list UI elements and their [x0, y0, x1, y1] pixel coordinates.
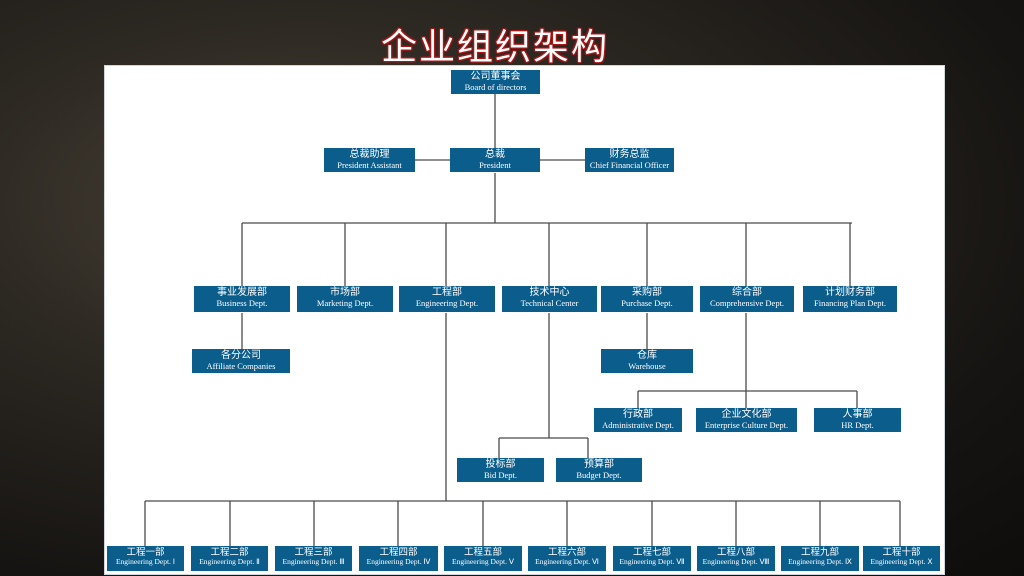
node-label-zh: 企业文化部	[721, 409, 772, 420]
node-label-en: Engineering Dept. Ⅱ	[199, 556, 260, 566]
purchase-dept-node: 采购部 Purchase Dept.	[601, 286, 693, 312]
node-label-en: Engineering Dept. Ⅳ	[366, 556, 431, 566]
node-label-en: Purchase Dept.	[621, 297, 673, 308]
node-label-zh: 工程九部	[800, 547, 839, 558]
org-chart: 公司董事会 Board of directors 总裁助理 President …	[104, 65, 945, 575]
budget-dept-node: 预算部 Budget Dept.	[556, 458, 642, 482]
node-label-en: Budget Dept.	[576, 469, 622, 480]
node-label-en: Engineering Dept.	[415, 297, 479, 308]
node-label-zh: 仓库	[637, 350, 657, 361]
node-label-en: Board of directors	[464, 81, 527, 92]
node-label-en: Administrative Dept.	[602, 419, 674, 430]
node-label-zh: 预算部	[584, 459, 614, 470]
node-label-zh: 行政部	[623, 409, 653, 420]
engineering-unit-node: 工程七部 Engineering Dept. Ⅶ	[613, 546, 691, 571]
comprehensive-dept-node: 综合部 Comprehensive Dept.	[700, 286, 794, 312]
node-label-en: President	[479, 159, 511, 170]
administrative-dept-node: 行政部 Administrative Dept.	[594, 408, 682, 432]
engineering-unit-node: 工程四部 Engineering Dept. Ⅳ	[359, 546, 438, 571]
node-label-zh: 技术中心	[529, 287, 570, 298]
node-label-en: Business Dept.	[216, 297, 268, 308]
node-label-en: Chief Financial Officer	[589, 159, 670, 170]
node-label-zh: 工程五部	[463, 547, 502, 558]
marketing-dept-node: 市场部 Marketing Dept.	[297, 286, 393, 312]
node-label-en: Engineering Dept. Ⅷ	[702, 556, 770, 566]
warehouse-node: 仓库 Warehouse	[601, 349, 693, 373]
node-label-en: Engineering Dept. Ⅵ	[535, 556, 599, 566]
connector-lines	[144, 94, 901, 546]
node-label-zh: 采购部	[632, 287, 662, 298]
node-label-zh: 人事部	[842, 409, 873, 420]
node-label-en: Engineering Dept. Ⅲ	[282, 556, 345, 566]
node-label-zh: 工程六部	[547, 547, 586, 558]
financing-plan-dept-node: 计划财务部 Financing Plan Dept.	[803, 286, 897, 312]
node-label-zh: 工程一部	[126, 547, 165, 558]
node-label-en: Marketing Dept.	[316, 297, 374, 308]
engineering-unit-node: 工程三部 Engineering Dept. Ⅲ	[275, 546, 352, 571]
node-label-zh: 工程二部	[210, 547, 249, 558]
node-label-en: Engineering Dept. Ⅴ	[452, 556, 514, 566]
node-label-zh: 总裁	[485, 149, 505, 160]
engineering-unit-node: 工程九部 Engineering Dept. Ⅸ	[781, 546, 859, 571]
page-title: 企业组织架构	[380, 27, 609, 68]
node-label-zh: 工程八部	[716, 547, 755, 558]
node-label-zh: 公司董事会	[470, 71, 521, 82]
business-dept-node: 事业发展部 Business Dept.	[194, 286, 290, 312]
node-label-en: Bid Dept.	[483, 469, 518, 480]
node-label-en: Enterprise Culture Dept.	[704, 419, 789, 430]
engineering-dept-node: 工程部 Engineering Dept.	[399, 286, 495, 312]
node-label-zh: 投标部	[485, 459, 516, 470]
node-label-zh: 工程十部	[882, 547, 921, 558]
node-label-en: Financing Plan Dept.	[813, 297, 886, 308]
node-label-zh: 工程四部	[379, 547, 418, 558]
node-label-zh: 财务总监	[609, 149, 650, 160]
bid-dept-node: 投标部 Bid Dept.	[457, 458, 544, 482]
node-label-zh: 市场部	[330, 287, 360, 298]
affiliate-companies-node: 各分公司 Affiliate Companies	[192, 349, 290, 373]
engineering-unit-node: 工程八部 Engineering Dept. Ⅷ	[697, 546, 775, 571]
hr-dept-node: 人事部 HR Dept.	[814, 408, 901, 432]
board-of-directors-node: 公司董事会 Board of directors	[451, 70, 540, 94]
engineering-unit-node: 工程二部 Engineering Dept. Ⅱ	[191, 546, 268, 571]
enterprise-culture-dept-node: 企业文化部 Enterprise Culture Dept.	[696, 408, 797, 432]
node-label-zh: 工程三部	[294, 547, 333, 558]
engineering-unit-node: 工程一部 Engineering Dept. Ⅰ	[107, 546, 184, 571]
engineering-unit-node: 工程十部 Engineering Dept. Ⅹ	[863, 546, 940, 571]
node-label-zh: 各分公司	[221, 350, 261, 361]
node-label-en: Engineering Dept. Ⅹ	[870, 556, 933, 566]
node-label-en: Engineering Dept. Ⅶ	[619, 556, 685, 566]
node-label-zh: 事业发展部	[217, 287, 267, 298]
node-label-zh: 工程七部	[632, 547, 671, 558]
president-assistant-node: 总裁助理 President Assistant	[324, 148, 415, 172]
node-label-en: Affiliate Companies	[206, 360, 276, 371]
technical-center-node: 技术中心 Technical Center	[502, 286, 597, 312]
node-label-zh: 总裁助理	[349, 149, 390, 160]
engineering-unit-node: 工程五部 Engineering Dept. Ⅴ	[444, 546, 522, 571]
node-label-en: HR Dept.	[841, 419, 874, 430]
node-label-zh: 综合部	[732, 287, 762, 298]
cfo-node: 财务总监 Chief Financial Officer	[585, 148, 674, 172]
node-label-en: President Assistant	[337, 159, 402, 170]
node-label-zh: 计划财务部	[825, 287, 875, 298]
node-label-en: Engineering Dept. Ⅸ	[788, 556, 852, 566]
node-label-en: Warehouse	[628, 360, 666, 371]
engineering-unit-node: 工程六部 Engineering Dept. Ⅵ	[528, 546, 606, 571]
node-label-zh: 工程部	[432, 287, 462, 298]
president-node: 总裁 President	[450, 148, 540, 172]
node-label-en: Comprehensive Dept.	[709, 297, 785, 308]
node-label-en: Technical Center	[520, 297, 579, 308]
node-label-en: Engineering Dept. Ⅰ	[115, 556, 176, 566]
